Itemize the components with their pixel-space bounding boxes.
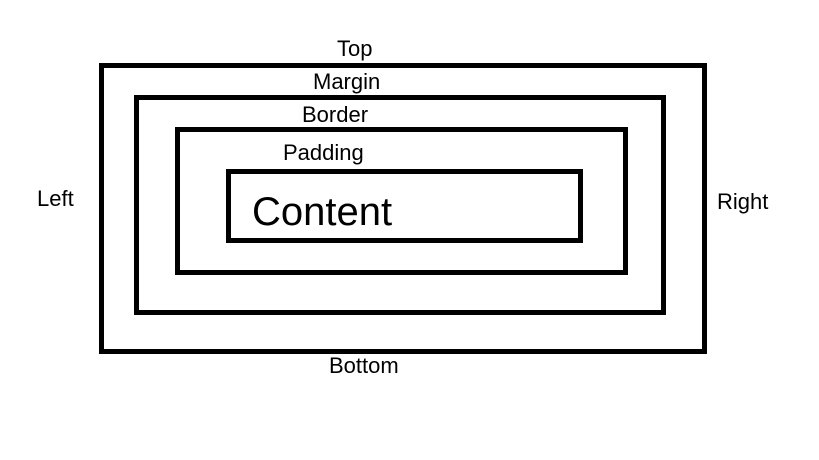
right-label: Right <box>717 189 769 214</box>
top-label: Top <box>337 36 373 61</box>
margin-label: Margin <box>313 69 381 94</box>
content-box <box>226 169 583 243</box>
outer-box <box>99 63 707 354</box>
bottom-label: Bottom <box>329 353 399 378</box>
border-label: Border <box>302 102 369 127</box>
margin-box <box>134 95 666 315</box>
left-label: Left <box>37 186 74 211</box>
padding-label: Padding <box>283 140 364 165</box>
border-box <box>175 127 628 275</box>
content-label: Content <box>252 190 393 234</box>
